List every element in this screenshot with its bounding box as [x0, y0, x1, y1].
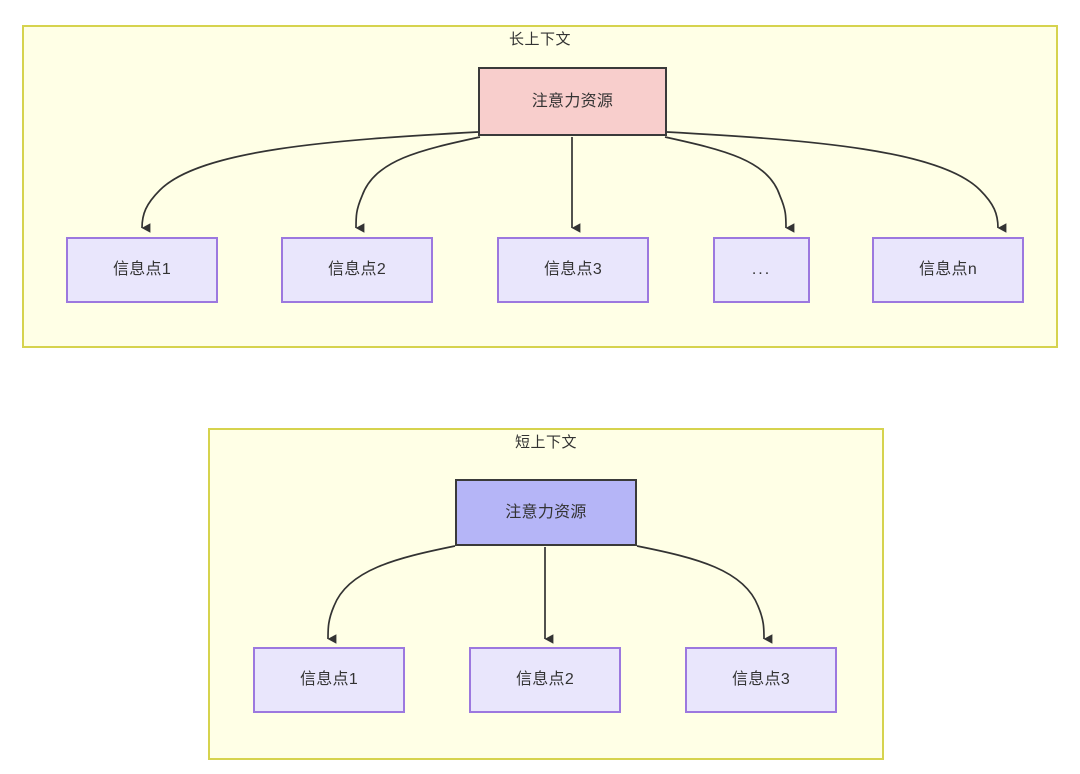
panel-long-context-title: 长上下文	[508, 31, 571, 48]
panel-short-context-title: 短上下文	[514, 434, 577, 451]
node-info-point-1-short[interactable]: 信息点1	[253, 647, 405, 713]
node-info-point-ellipsis-long[interactable]: ...	[713, 237, 810, 303]
node-attention-resource-short[interactable]: 注意力资源	[455, 479, 637, 546]
node-info-point-2-long[interactable]: 信息点2	[281, 237, 433, 303]
node-info-point-3-long[interactable]: 信息点3	[497, 237, 649, 303]
node-info-point-n-long[interactable]: 信息点n	[872, 237, 1024, 303]
node-info-point-2-short[interactable]: 信息点2	[469, 647, 621, 713]
node-attention-resource-long[interactable]: 注意力资源	[478, 67, 667, 136]
node-info-point-3-short[interactable]: 信息点3	[685, 647, 837, 713]
node-info-point-1-long[interactable]: 信息点1	[66, 237, 218, 303]
